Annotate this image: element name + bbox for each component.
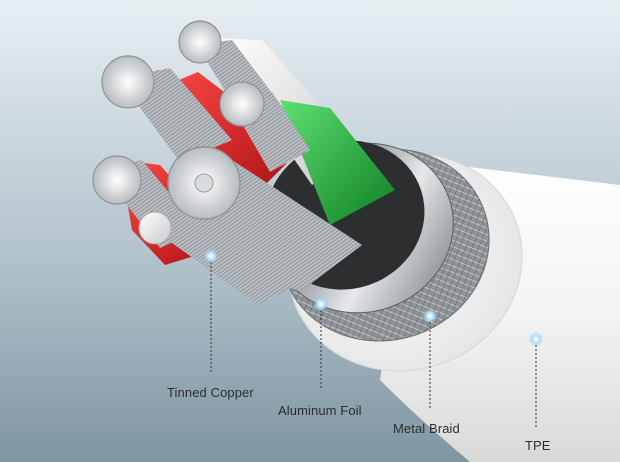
marker-dot-tpe bbox=[529, 332, 543, 346]
tinned-copper-bundle bbox=[167, 146, 362, 292]
label-tpe: TPE bbox=[525, 438, 551, 453]
marker-dot-tinned-copper bbox=[204, 249, 218, 263]
label-metal-braid: Metal Braid bbox=[393, 421, 460, 436]
label-aluminum-foil: Aluminum Foil bbox=[278, 403, 362, 418]
wire-white-front bbox=[138, 205, 302, 305]
wire-green bbox=[219, 81, 395, 225]
marker-dots bbox=[204, 249, 543, 346]
label-tinned-copper: Tinned Copper bbox=[167, 385, 254, 400]
wire-red bbox=[101, 55, 300, 200]
leader-lines bbox=[210, 258, 537, 428]
marker-dot-metal-braid bbox=[423, 309, 437, 323]
marker-dot-aluminum-foil bbox=[314, 297, 328, 311]
